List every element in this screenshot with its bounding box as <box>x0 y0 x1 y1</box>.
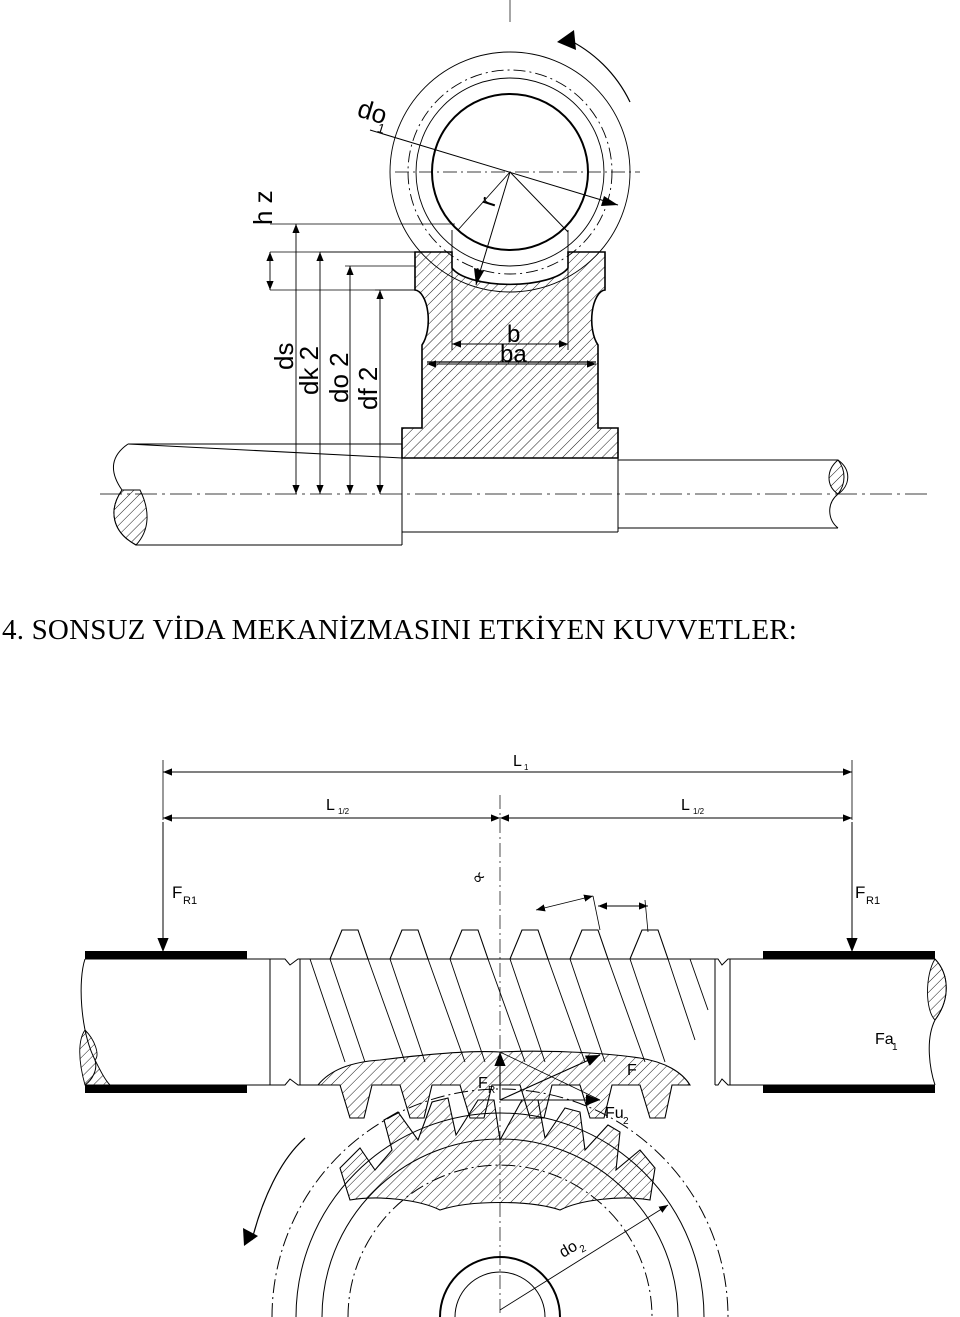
svg-text:1/2: 1/2 <box>693 807 705 816</box>
wheel-rotation-arc <box>251 1137 306 1241</box>
svg-text:2: 2 <box>623 1116 629 1127</box>
alpha-label: ∝ <box>467 866 490 889</box>
svg-text:2: 2 <box>578 1243 589 1256</box>
ds-label: ds <box>269 343 299 370</box>
df2-label: df 2 <box>353 367 383 410</box>
F-resultant-force-arrow <box>499 1054 601 1101</box>
svg-text:R: R <box>488 1085 495 1096</box>
lead-dimension <box>535 894 594 912</box>
svg-text:R1: R1 <box>866 895 880 907</box>
wheel-shaft <box>127 443 838 546</box>
worm-helix-lines <box>309 958 709 1063</box>
ba-label: ba <box>500 341 527 368</box>
F-label: F <box>627 1062 637 1079</box>
Fa1-label: Fa 1 <box>875 1031 898 1053</box>
do2-dimension-line <box>499 1204 669 1311</box>
wheel-rotation-arrow-head <box>243 1228 258 1246</box>
L-half-right-label: L 1/2 <box>681 797 705 816</box>
svg-text:F: F <box>478 1075 488 1092</box>
FR-label: F R <box>478 1075 495 1096</box>
svg-text:do: do <box>557 1238 581 1262</box>
rotation-arrow-head <box>557 30 576 50</box>
svg-text:L: L <box>681 797 690 814</box>
hz-label: h z <box>248 190 278 225</box>
Fu2-label: Fu 2 <box>605 1105 629 1127</box>
svg-text:F: F <box>172 883 182 902</box>
worm-forces-view: L 1 L 1/2 L 1/2 F R1 F R1 ∝ <box>79 753 947 1317</box>
left-bearing-top <box>85 951 247 959</box>
svg-text:1: 1 <box>375 120 386 136</box>
svg-text:L: L <box>513 753 522 770</box>
section-heading: 4. SONSUZ VİDA MEKANİZMASINI ETKİYEN KUV… <box>2 614 798 646</box>
right-bearing-top <box>763 951 935 959</box>
b-label: b <box>507 321 520 348</box>
L1-label: L 1 <box>513 753 529 772</box>
left-worm-shaft-section <box>79 1029 112 1086</box>
radius-line <box>475 171 511 286</box>
dk2-label: dk 2 <box>294 346 324 395</box>
do2-label: do 2 <box>324 352 354 403</box>
svg-text:Fa: Fa <box>875 1031 894 1048</box>
worm-wheel-teeth-section <box>339 1097 656 1211</box>
FR1-right-label: F R1 <box>855 883 880 907</box>
svg-text:R1: R1 <box>183 895 197 907</box>
svg-text:1/2: 1/2 <box>338 807 350 816</box>
worm-wheel-arcs <box>271 1088 729 1317</box>
do1-dimension-line <box>369 129 619 206</box>
svg-text:F: F <box>855 883 865 902</box>
L-half-left-label: L 1/2 <box>326 797 350 816</box>
right-worm-shaft-section <box>927 958 947 1021</box>
svg-text:1: 1 <box>892 1042 898 1053</box>
left-shaft-break-section <box>113 489 148 546</box>
right-bearing-bottom <box>763 1085 935 1093</box>
do1-label: do 1 <box>354 93 390 137</box>
worm-wheel-section-view: do 1 r h z ds dk 2 do 2 df 2 b ba <box>100 0 930 546</box>
FR1-left-label: F R1 <box>172 883 197 907</box>
svg-text:1: 1 <box>524 763 529 772</box>
worm-thread-profile-top <box>329 929 690 960</box>
left-bearing-bottom <box>85 1085 247 1093</box>
svg-text:L: L <box>326 797 335 814</box>
wheel-rim-section <box>401 251 619 459</box>
svg-text:Fu: Fu <box>605 1105 624 1122</box>
do2-label: do 2 <box>557 1238 589 1262</box>
